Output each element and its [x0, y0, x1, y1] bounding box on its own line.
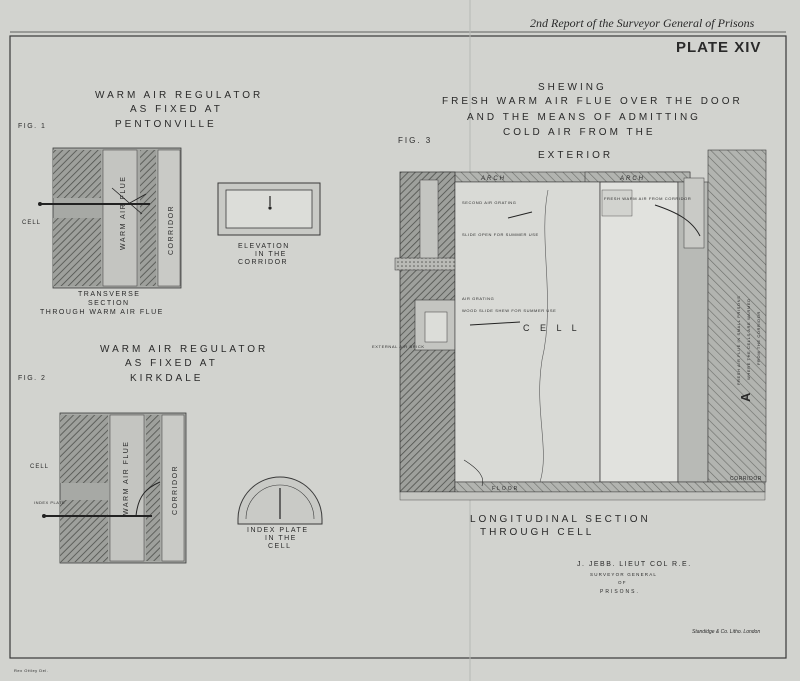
signature-line3: OF [618, 580, 627, 585]
fig3-arch-label-right: ARCH [619, 176, 645, 182]
fig1-elevation-line1: ELEVATION [238, 243, 290, 250]
fig1-flue-label: WARM AIR FLUE [120, 176, 127, 250]
fig3-arch-label: ARCH [480, 176, 506, 182]
fig1-section-line1: TRANSVERSE [78, 291, 140, 298]
fig1-title-line2: AS FIXED AT [130, 104, 223, 115]
fig3-section-line1: LONGITUDINAL SECTION [470, 514, 651, 525]
fig3-section-line2: THROUGH CELL [480, 527, 594, 538]
fig3-slide-open: SLIDE OPEN FOR SUMMER USE [462, 232, 539, 237]
fig2-title-line2: AS FIXED AT [125, 358, 218, 369]
fig2-corridor-label: CORRIDOR [172, 465, 179, 515]
fig3-side-note3: FROM THE CORRIDOR [756, 311, 761, 365]
report-title: 2nd Report of the Surveyor General of Pr… [530, 16, 755, 30]
fig1-elevation-line2: IN THE [255, 251, 287, 258]
fig2-index-line3: CELL [268, 543, 292, 550]
fig3-air-grating: AIR GRATING [462, 296, 494, 301]
fig3-second-air-grating: SECOND AIR GRATING [462, 200, 517, 205]
engraver-note: Rex Ottley Del. [14, 668, 48, 673]
fig1-elevation-line3: CORRIDOR [238, 259, 288, 266]
fig3-title-line1: SHEWING [538, 82, 607, 93]
fig2-label: FIG. 2 [18, 375, 46, 382]
fig3-corridor-label: CORRIDOR [730, 476, 762, 482]
fig3-title-line4: COLD AIR FROM THE [503, 127, 656, 138]
plate-border [9, 35, 787, 659]
fig2-index-plate-label: INDEX PLATE [34, 500, 65, 505]
fig3-external-air-brick: EXTERNAL AIR BRICK [372, 344, 425, 349]
fig3-title-line3: AND THE MEANS OF ADMITTING [467, 112, 701, 123]
fig2-cell-label: CELL [30, 464, 49, 470]
fig3-cell-label: C E L L [523, 323, 581, 333]
fig3-side-note2: WHERE THE CELLS ARE WARMED [746, 298, 751, 380]
fig2-index-line2: IN THE [265, 535, 297, 542]
fig2-index-plate-drawing [237, 476, 323, 525]
signature-line4: PRISONS. [600, 589, 640, 595]
fig2-flue-label: WARM AIR FLUE [123, 441, 130, 515]
fig2-title-line3: KIRKDALE [130, 373, 203, 384]
fig1-section-drawing [38, 147, 182, 289]
signature-line1: J. JEBB. LIEUT COL R.E. [577, 561, 692, 568]
fig3-fresh-warm-air: FRESH WARM AIR FROM CORRIDOR [604, 196, 691, 201]
fig1-corridor-label: CORRIDOR [168, 205, 175, 255]
fig3-section-drawing [394, 149, 767, 501]
fig3-side-note1: FRESH AIR FLUE IN SMALL PRISONS [736, 296, 741, 385]
fig2-section-drawing [42, 412, 187, 564]
fig3-title-line5: EXTERIOR [538, 150, 613, 161]
signature-line2: SURVEYOR GENERAL [590, 572, 657, 577]
fig3-side-big: A [738, 392, 753, 402]
plate-label: PLATE XIV [676, 39, 761, 56]
fig2-title-line1: WARM AIR REGULATOR [100, 344, 268, 355]
fig3-title-line2: FRESH WARM AIR FLUE OVER THE DOOR [442, 96, 743, 107]
fig1-elevation-drawing [217, 182, 321, 236]
fig3-wood-slide: WOOD SLIDE SHEW FOR SUMMER USE [462, 308, 556, 313]
fig1-title-line1: WARM AIR REGULATOR [95, 90, 263, 101]
fig2-index-line1: INDEX PLATE [247, 527, 309, 534]
fig1-title-line3: PENTONVILLE [115, 119, 217, 130]
lithographer-credit: Standidge & Co. Litho. London [692, 629, 760, 635]
fig1-section-line2: SECTION [88, 300, 130, 307]
fig3-label: FIG. 3 [398, 136, 432, 145]
fig1-label: FIG. 1 [18, 123, 46, 130]
fig1-section-line3: THROUGH WARM AIR FLUE [40, 309, 164, 316]
fig1-cell-label: CELL [22, 220, 41, 226]
fig3-floor-label: FLOOR [492, 486, 519, 492]
